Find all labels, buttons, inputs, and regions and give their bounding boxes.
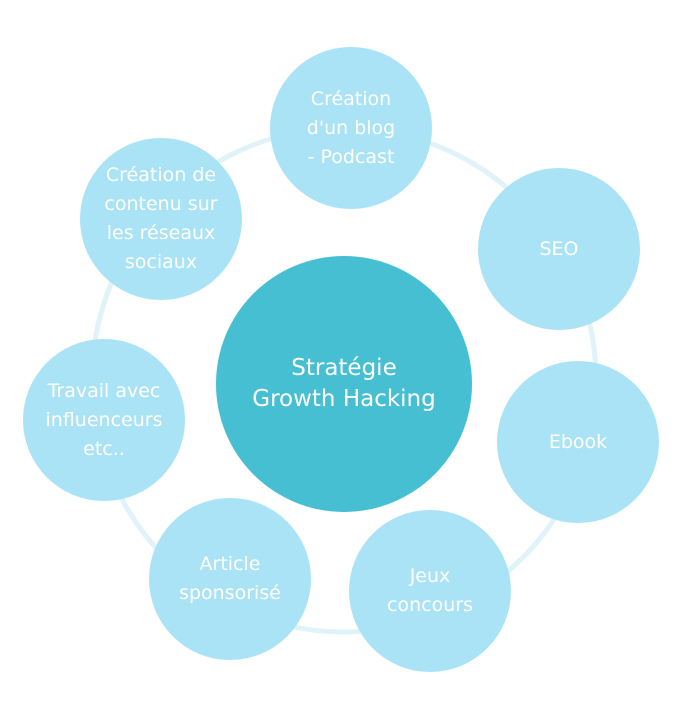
node-circle-ebook — [497, 361, 659, 523]
node-label-article-sponsorise: Article sponsorisé — [179, 553, 281, 604]
node-label-travail-influenceurs: Travail avec influenceurs etc.. — [45, 379, 163, 460]
node-circle-contenu-reseaux-sociaux — [80, 138, 242, 300]
node-circle-jeux-concours — [349, 510, 511, 672]
node-circle-article-sponsorise — [149, 498, 311, 660]
node-label-contenu-reseaux-sociaux: Création de contenu sur les réseaux soci… — [104, 164, 218, 273]
node-circle-blog-podcast — [270, 47, 432, 209]
node-label-blog-podcast: Création d'un blog - Podcast — [306, 87, 396, 168]
node-circle-travail-influenceurs — [23, 339, 185, 501]
node-label-jeux-concours: Jeux concours — [387, 565, 473, 616]
node-label-ebook: Ebook — [548, 430, 608, 453]
center-circle — [216, 256, 472, 512]
node-label-seo: SEO — [539, 237, 579, 260]
center-label: Stratégie Growth Hacking — [252, 355, 436, 412]
node-circle-seo — [478, 168, 640, 330]
